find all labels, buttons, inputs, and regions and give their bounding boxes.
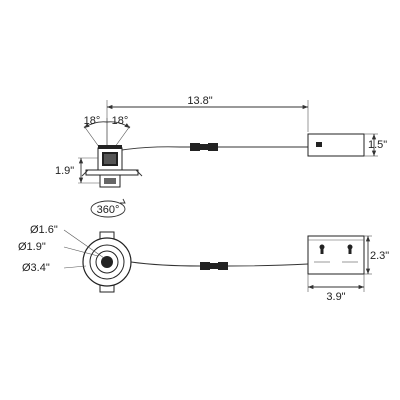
aperture-label: Ø1.6" <box>30 224 58 236</box>
driver-box-side <box>307 133 365 157</box>
box-width-label: 3.9" <box>326 291 345 303</box>
fixture-height-dimension: 1.9" <box>55 157 100 184</box>
front-box-height-label: 2.3" <box>370 250 389 262</box>
box-height-label: 1.5" <box>368 139 387 151</box>
fixture-body <box>81 145 143 188</box>
box-height-dimension: 1.5" <box>364 133 387 157</box>
rotation-indicator: 360° <box>90 198 126 218</box>
trim-outer-label: Ø3.4" <box>22 262 50 274</box>
driver-box-front <box>307 235 365 275</box>
front-view: Ø1.6" Ø1.9" Ø3.4" <box>18 224 389 303</box>
front-box-height-dimension: 2.3" <box>364 235 389 275</box>
cable-length-label: 13.8" <box>187 95 212 107</box>
cable-length-dimension: 13.8" <box>106 95 309 148</box>
rotation-label: 360° <box>97 204 120 216</box>
box-width-dimension: 3.9" <box>307 274 365 303</box>
tilt-right-label: 18° <box>112 115 129 127</box>
trim-inner-label: Ø1.9" <box>18 241 46 253</box>
diameter-callouts: Ø1.6" Ø1.9" Ø3.4" <box>18 224 105 274</box>
trim-assembly <box>82 231 132 293</box>
fixture-height-label: 1.9" <box>55 165 74 177</box>
tilt-left-label: 18° <box>84 115 101 127</box>
front-cable <box>130 261 309 270</box>
side-view: 13.8" 18° 18° 1 <box>55 95 387 218</box>
cable <box>121 143 308 151</box>
